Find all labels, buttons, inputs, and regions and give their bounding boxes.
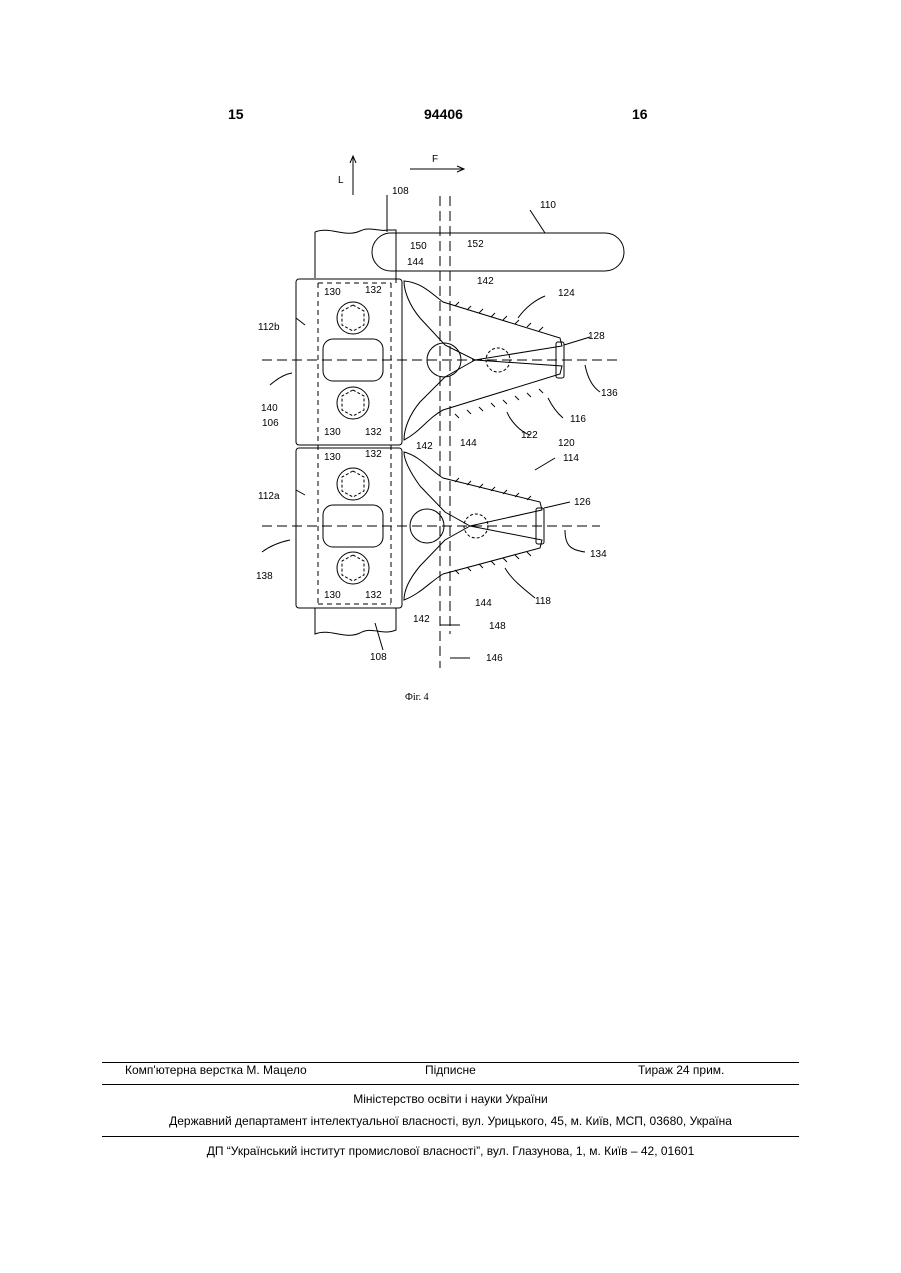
label-116: 116 <box>570 414 586 425</box>
label-L: L <box>338 175 344 186</box>
label-152: 152 <box>467 239 484 250</box>
label-142-mid: 142 <box>416 441 433 452</box>
label-144-bottom: 144 <box>475 598 492 609</box>
tooth-116-upper-arm <box>404 281 562 360</box>
bolt-130-132-4 <box>337 552 369 584</box>
label-130-4: 130 <box>324 590 341 601</box>
label-138: 138 <box>256 571 273 582</box>
footer-rule-3 <box>102 1136 799 1137</box>
label-120: 120 <box>558 438 575 449</box>
figure-caption: Фіг. 4 <box>405 692 429 703</box>
label-144-mid: 144 <box>460 438 477 449</box>
label-146: 146 <box>486 653 503 664</box>
tooth-116-lower-arm <box>404 360 562 440</box>
footer-ministry: Міністерство освіти і науки України <box>102 1092 799 1106</box>
footer-rule-2 <box>102 1084 799 1085</box>
label-148: 148 <box>489 621 506 632</box>
patent-figure-4: L F 108 110 150 152 144 142 124 128 136 … <box>0 0 901 760</box>
label-142-bottom: 142 <box>413 614 430 625</box>
label-136: 136 <box>601 388 618 399</box>
label-130-2: 130 <box>324 427 341 438</box>
label-128: 128 <box>588 331 605 342</box>
label-150: 150 <box>410 241 427 252</box>
label-130-1: 130 <box>324 287 341 298</box>
footer-department: Державний департамент інтелектуальної вл… <box>102 1114 799 1128</box>
footer-compiled-by: Комп'ютерна верстка М. Мацело <box>125 1063 307 1077</box>
tooth-114-lower-arm <box>404 526 542 600</box>
tooth-114-upper-arm <box>404 452 542 526</box>
label-106: 106 <box>262 418 279 429</box>
bolt-130-132-2 <box>337 387 369 419</box>
label-118: 118 <box>535 596 551 607</box>
label-114: 114 <box>563 453 579 464</box>
label-108-bottom: 108 <box>370 652 387 663</box>
label-122: 122 <box>521 430 538 441</box>
label-108-top: 108 <box>392 186 409 197</box>
bolt-130-132-3 <box>337 468 369 500</box>
label-124: 124 <box>558 288 575 299</box>
label-134: 134 <box>590 549 607 560</box>
label-112b: 112b <box>258 322 280 333</box>
label-144-top: 144 <box>407 257 424 268</box>
label-126: 126 <box>574 497 591 508</box>
footer-signed: Підписне <box>425 1063 476 1077</box>
bolt-130-132-1 <box>337 302 369 334</box>
label-140: 140 <box>261 403 278 414</box>
label-132-2: 132 <box>365 427 382 438</box>
label-142-top: 142 <box>477 276 494 287</box>
footer-circulation: Тираж 24 прим. <box>638 1063 724 1077</box>
label-132-3: 132 <box>365 449 382 460</box>
label-110: 110 <box>540 200 556 211</box>
footer-institute: ДП “Український інститут промислової вла… <box>102 1144 799 1158</box>
label-132-4: 132 <box>365 590 382 601</box>
label-F: F <box>432 154 438 165</box>
label-130-3: 130 <box>324 452 341 463</box>
plate-112b <box>296 279 402 445</box>
label-112a: 112a <box>258 491 280 502</box>
label-132-1: 132 <box>365 285 382 296</box>
